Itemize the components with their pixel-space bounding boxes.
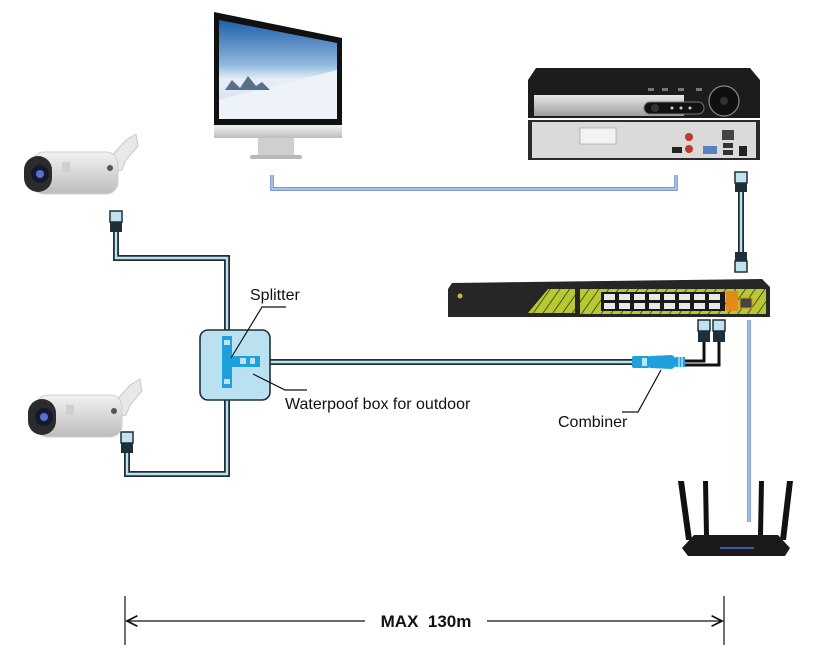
distance-ruler: [124, 596, 725, 645]
rj45-plug-camera-top: [109, 210, 123, 232]
splitter-callout-line: [230, 306, 286, 359]
monitor-icon: [214, 12, 342, 159]
rj45-plug-switch-uplink: [734, 252, 748, 273]
cable-monitor-to-nvr: [270, 175, 678, 191]
rj45-plug-switch-port-a: [697, 319, 711, 342]
waterproof-box-callout-line: [252, 373, 307, 391]
rj45-plug-camera-bottom: [120, 431, 134, 453]
combiner-label: Combiner: [558, 414, 628, 431]
cable-camera-bottom-to-splitter: [124, 386, 230, 477]
nvr-icon: [528, 68, 760, 160]
switch-port-grid: [604, 294, 720, 309]
waterproof-box-label: Waterpoof box for outdoor: [285, 396, 471, 413]
cable-combiner-to-switch: [684, 342, 721, 367]
splitter-icon: [222, 336, 260, 388]
splitter-label: Splitter: [250, 287, 300, 304]
poe-switch-icon: [448, 279, 770, 317]
max-distance-label: MAX 130m: [381, 612, 472, 631]
camera-top-icon: [24, 133, 139, 195]
rj45-plug-nvr-top: [734, 171, 748, 192]
combiner-callout-line: [622, 369, 662, 413]
camera-bottom-icon: [28, 378, 143, 438]
router-icon: [678, 481, 793, 556]
rj45-plug-switch-port-b: [712, 319, 726, 342]
combiner-icon: [632, 355, 685, 369]
cable-camera-top-to-splitter: [113, 232, 230, 336]
